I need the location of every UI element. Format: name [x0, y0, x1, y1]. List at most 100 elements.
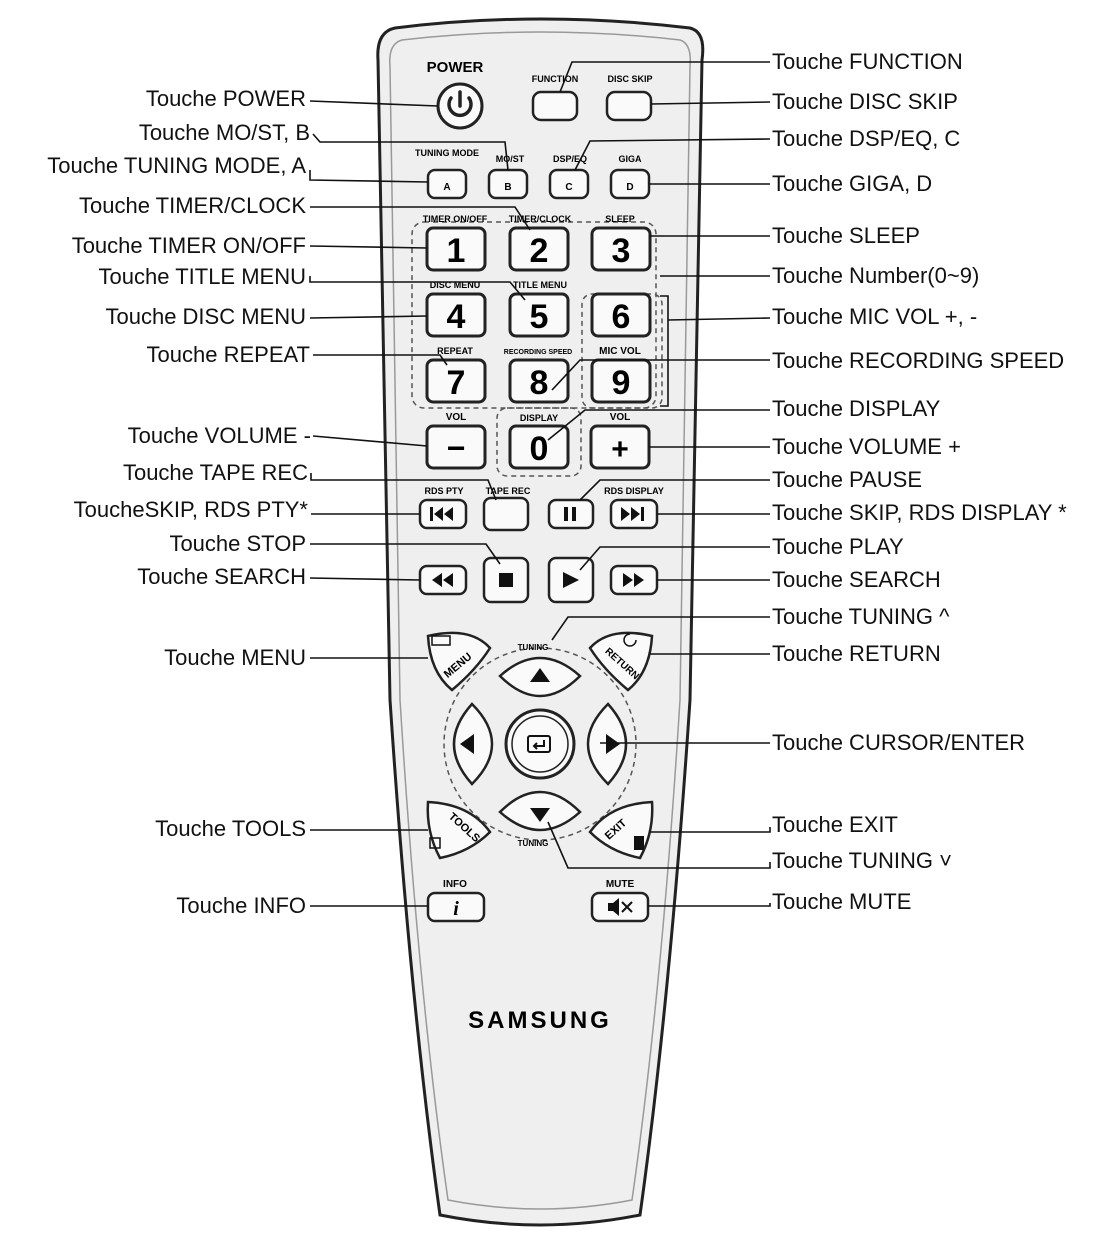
nav-ring: [443, 647, 637, 841]
number-9-glyph: 9: [612, 364, 631, 402]
label-number: Touche Number(0~9): [772, 263, 980, 288]
pause-button[interactable]: [547, 498, 595, 530]
vol-plus-caption: VOL: [610, 412, 631, 423]
function-button[interactable]: [531, 90, 579, 122]
tape-rec-button[interactable]: [482, 496, 530, 532]
tools-button[interactable]: [426, 800, 492, 860]
number-1-button[interactable]: [425, 226, 487, 272]
leader-volume-minus: [312, 435, 428, 447]
label-info: Touche INFO: [176, 893, 306, 918]
leader-dsp-eq: [574, 138, 771, 171]
left-arrow-icon: [460, 734, 474, 754]
number-8-glyph: 8: [530, 364, 549, 402]
dsp-eq-caption: DSP/EQ: [553, 154, 587, 164]
number-4-button[interactable]: [425, 292, 487, 338]
tuning-down-caption: TUNING: [518, 839, 549, 848]
play-icon: [563, 572, 579, 588]
power-icon: [447, 90, 473, 118]
label-pause: Touche PAUSE: [772, 467, 923, 492]
leader-display: [547, 409, 770, 441]
mute-button[interactable]: [590, 891, 650, 923]
leader-tuning-up: [551, 616, 770, 641]
info-button[interactable]: [426, 891, 486, 923]
number-7-button[interactable]: [425, 358, 487, 404]
leader-lines: [309, 61, 771, 907]
sleep-caption: SLEEP: [605, 214, 635, 224]
d-glyph: D: [626, 182, 633, 193]
skip-forward-icon: [621, 507, 644, 521]
up-arrow-icon: [530, 668, 550, 682]
label-exit: Touche EXIT: [772, 812, 898, 837]
leader-tuning-mode: [309, 170, 429, 183]
zero-region: [496, 407, 582, 477]
label-mic-vol: Touche MIC VOL +, -: [772, 304, 978, 329]
enter-inner-ring: [511, 715, 569, 773]
leader-disc-skip: [650, 101, 771, 105]
info-caption: INFO: [443, 879, 467, 890]
leader-play: [579, 546, 770, 571]
mo-st-caption: MO/ST: [496, 154, 525, 164]
number-6-button[interactable]: [590, 292, 652, 338]
power-caption: POWER: [427, 59, 484, 76]
number-3-button[interactable]: [590, 226, 652, 272]
c-button[interactable]: [548, 168, 590, 200]
label-stop: Touche STOP: [169, 531, 306, 556]
number-5-button[interactable]: [508, 292, 570, 338]
leader-timer-on-off: [309, 245, 428, 249]
mute-caption: MUTE: [606, 879, 635, 890]
return-button[interactable]: [588, 631, 654, 692]
number-0-glyph: 0: [530, 430, 549, 468]
label-display: Touche DISPLAY: [772, 396, 941, 421]
number-2-glyph: 2: [530, 232, 549, 270]
number-2-button[interactable]: [508, 226, 570, 272]
label-volume-plus: Touche VOLUME +: [772, 434, 961, 459]
label-dsp-eq: Touche DSP/EQ, C: [772, 126, 961, 151]
enter-icon: [527, 735, 551, 753]
label-repeat: Touche REPEAT: [146, 342, 310, 367]
leader-mo-st: [312, 133, 509, 171]
label-skip-rds-pty: ToucheSKIP, RDS PTY*: [73, 497, 308, 522]
brand-logo: SAMSUNG: [468, 1007, 612, 1034]
leader-pause: [579, 479, 770, 501]
label-title-menu: Touche TITLE MENU: [98, 264, 306, 289]
leader-mic-vol: [667, 317, 771, 321]
b-glyph: B: [504, 182, 511, 193]
timer-on-off-caption: TIMER ON/OFF: [423, 214, 488, 224]
title-menu-caption: TITLE MENU: [513, 280, 567, 290]
enter-button[interactable]: [504, 708, 576, 780]
menu-glyph-icon: [431, 635, 451, 646]
number-8-button[interactable]: [508, 358, 570, 404]
leader-exit: [650, 827, 771, 833]
number-6-glyph: 6: [612, 298, 631, 336]
tools-glyph-icon: [429, 837, 441, 849]
exit-glyph-icon: [634, 836, 644, 850]
leader-disc-menu: [309, 315, 428, 319]
leader-repeat: [313, 354, 448, 366]
label-mo-st: Touche MO/ST, B: [138, 120, 310, 145]
leader-function: [559, 61, 770, 93]
disc-skip-button[interactable]: [605, 90, 653, 122]
menu-button[interactable]: [426, 631, 492, 692]
label-tape-rec: Touche TAPE REC: [122, 460, 308, 485]
a-button[interactable]: [426, 168, 468, 200]
remote-body: [376, 17, 705, 1227]
giga-caption: GIGA: [618, 154, 642, 164]
tape-rec-caption: TAPE REC: [486, 486, 531, 496]
label-timer-on-off: Touche TIMER ON/OFF: [71, 233, 306, 258]
rds-display-caption: RDS DISPLAY: [604, 486, 664, 496]
label-disc-menu: Touche DISC MENU: [105, 304, 306, 329]
number-7-glyph: 7: [447, 364, 466, 402]
label-timer-clock: Touche TIMER/CLOCK: [78, 193, 306, 218]
label-menu: Touche MENU: [164, 645, 306, 670]
leader-stop: [310, 543, 501, 565]
label-sleep: Touche SLEEP: [772, 223, 920, 248]
timer-clock-caption: TIMER/CLOCK: [509, 214, 572, 224]
label-tuning-up: Touche TUNING ^: [772, 604, 950, 629]
leader-recording-speed: [551, 359, 770, 391]
info-icon: i: [453, 898, 459, 920]
volume-minus-button[interactable]: [425, 424, 487, 470]
pause-icon: [564, 507, 576, 521]
mute-icon: [608, 898, 633, 916]
label-cursor-enter: Touche CURSOR/ENTER: [772, 730, 1026, 755]
